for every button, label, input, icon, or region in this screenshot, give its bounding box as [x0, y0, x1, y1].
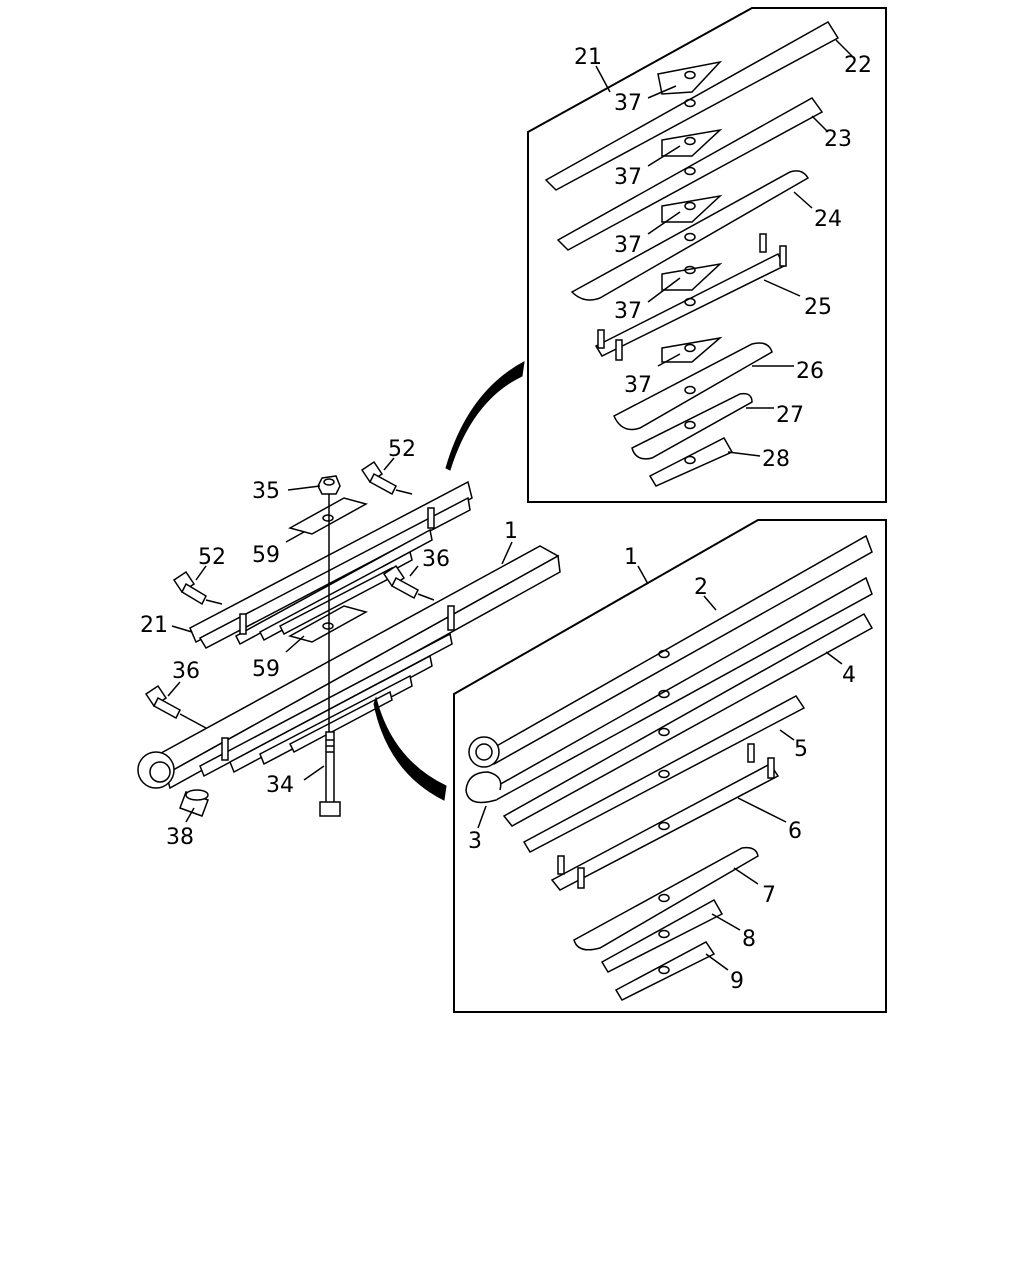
callout-38: 38 [166, 825, 194, 850]
callout-52-lower: 52 [198, 545, 226, 570]
callout-4: 4 [842, 663, 856, 688]
callout-24: 24 [814, 207, 842, 232]
bolt-36-lower [144, 684, 207, 729]
callout-6: 6 [788, 819, 802, 844]
callout-25: 25 [804, 295, 832, 320]
center-bolt-34 [319, 731, 341, 817]
leaf-2 [468, 534, 873, 768]
helper-spring-inset [527, 7, 887, 503]
leaf-6 [550, 743, 780, 891]
leaf-4 [502, 612, 874, 827]
bushing-38 [179, 789, 209, 817]
spring-eye [137, 751, 175, 789]
bolt-52-lower [172, 570, 223, 606]
callout-37-b: 37 [614, 165, 642, 190]
callout-37-e: 37 [624, 373, 652, 398]
helper-spring-assembly [189, 480, 473, 649]
callout-22: 22 [844, 53, 872, 78]
callout-37-d: 37 [614, 299, 642, 324]
callout-21-upper: 21 [574, 45, 602, 70]
callout-27: 27 [776, 403, 804, 428]
inset-frame-upper [527, 7, 887, 503]
nut-35 [317, 475, 341, 495]
callout-59-upper: 59 [252, 543, 280, 568]
callout-37-c: 37 [614, 233, 642, 258]
callout-36-upper: 36 [422, 547, 450, 572]
leaf-7 [573, 846, 759, 951]
leaf-9 [614, 941, 716, 1001]
pad-59-lower [288, 605, 368, 643]
bolt-52-upper [360, 460, 413, 496]
callout-36-lower: 36 [172, 659, 200, 684]
callout-8: 8 [742, 927, 756, 952]
callout-26: 26 [796, 359, 824, 384]
leaf-8 [600, 898, 724, 973]
bolt-36-upper [382, 564, 435, 601]
callout-21-main: 21 [140, 613, 168, 638]
leaf-22 [544, 20, 840, 191]
callout-7: 7 [762, 883, 776, 908]
callout-37-a: 37 [614, 91, 642, 116]
inset-frame-lower [453, 519, 887, 1013]
callout-34: 34 [266, 773, 294, 798]
leaf-24 [570, 170, 810, 301]
pointer-arc-lower [373, 696, 447, 801]
callout-2: 2 [694, 575, 708, 600]
callout-23: 23 [824, 127, 852, 152]
callout-52-upper: 52 [388, 437, 416, 462]
leaf-5 [522, 695, 806, 853]
callout-1-inset: 1 [624, 545, 638, 570]
callout-35: 35 [252, 479, 280, 504]
leaf-23 [556, 97, 824, 251]
main-spring-assembly [137, 545, 561, 790]
callout-3: 3 [468, 829, 482, 854]
callout-5: 5 [794, 737, 808, 762]
callout-28: 28 [762, 447, 790, 472]
leaf-25 [594, 233, 787, 361]
pad-59-upper [288, 497, 368, 535]
callout-59-lower: 59 [252, 657, 280, 682]
callout-1-main: 1 [504, 519, 518, 544]
pointer-arc-upper [445, 361, 525, 471]
leaf-3 [465, 576, 873, 804]
callout-9: 9 [730, 969, 744, 994]
leaf-27 [631, 392, 753, 460]
main-spring-inset [453, 519, 887, 1013]
